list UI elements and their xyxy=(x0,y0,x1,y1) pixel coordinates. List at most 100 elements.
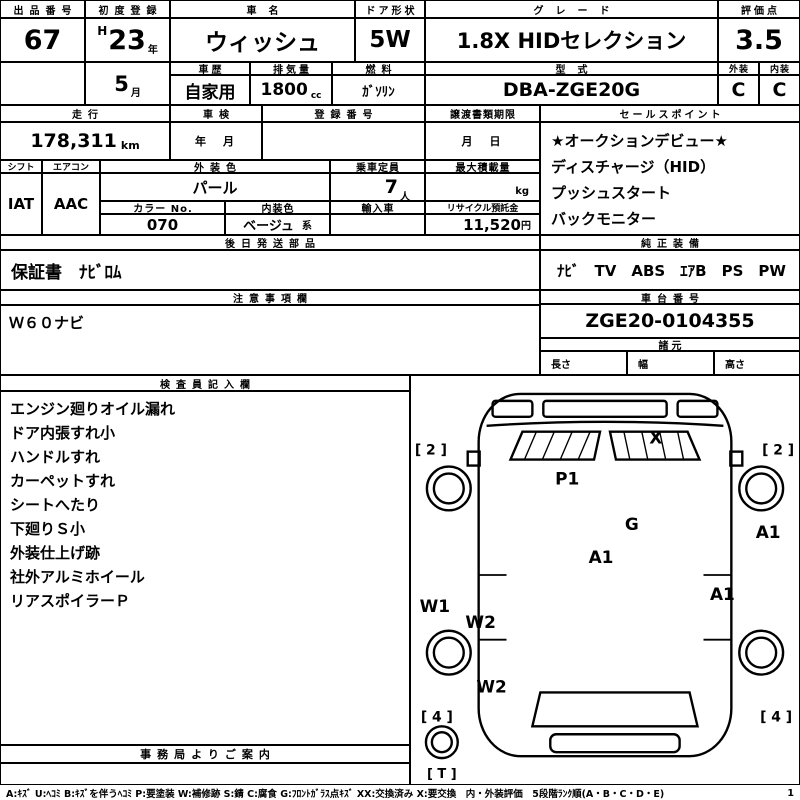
sales-point-item: バックモニター xyxy=(551,210,657,228)
aircon-label: エアコン xyxy=(42,160,100,173)
wheel-front-right xyxy=(738,465,785,512)
color-number-value: 070 xyxy=(100,214,225,235)
sales-points-label: セールスポイント xyxy=(540,105,800,122)
displacement-unit: cc xyxy=(310,91,322,101)
mark-g-roof: G xyxy=(625,514,639,534)
mark-p1-roof: P1 xyxy=(555,468,579,488)
model-code-label: 型式 xyxy=(425,62,718,75)
office-notice-label: 事務局よりご案内 xyxy=(0,745,410,763)
first-registration-year: H 23 年 xyxy=(85,18,170,62)
mark-x-windshield: X xyxy=(649,428,662,448)
capacity-unit: 人 xyxy=(400,191,410,201)
inspector-note-item: ドア内張すれ小 xyxy=(10,424,116,442)
rear-bumper-detail xyxy=(549,733,681,754)
inspector-note-item: 下廻りＳ小 xyxy=(10,520,86,538)
wheel-label-spare: [ T ] xyxy=(427,767,457,782)
spec-length-label: 長さ xyxy=(540,351,627,375)
inspector-note-item: ハンドルすれ xyxy=(10,448,101,466)
capacity-label: 乗車定員 xyxy=(330,160,425,173)
hood-line xyxy=(486,420,724,427)
legend-page-number: 1 xyxy=(787,787,794,799)
chassis-number-value: ZGE20-0104355 xyxy=(540,304,800,338)
sales-point-item: ★オークションデビュー★ xyxy=(551,132,728,150)
inspector-notes-list: エンジン廻りオイル漏れ ドア内張すれ小 ハンドルすれ カーペットすれ シートへた… xyxy=(0,391,410,745)
mark-w1-left-side: W1 xyxy=(420,596,450,616)
color-number-label: カラー No. xyxy=(100,201,225,214)
score-value: 3.5 xyxy=(718,18,800,62)
exterior-grade-label: 外装 xyxy=(718,62,759,75)
max-load-unit: kg xyxy=(515,186,529,197)
registration-number-value xyxy=(262,122,425,160)
shift-value: IAT xyxy=(0,173,42,235)
history-value: 自家用 xyxy=(170,75,250,105)
grade-label: グレード xyxy=(425,0,718,18)
lot-number-label: 出品番号 xyxy=(0,0,85,18)
import-car-value xyxy=(330,214,425,235)
interior-color-suffix: 系 xyxy=(301,221,312,232)
notes-value: Ｗ６０ナビ xyxy=(0,305,540,375)
mark-w2-left-lower: W2 xyxy=(476,676,506,696)
mileage-label: 走行 xyxy=(0,105,170,122)
exterior-grade-value: C xyxy=(718,75,759,105)
door-shape-label: ドア形状 xyxy=(355,0,425,18)
displacement-value: 1800 xyxy=(260,80,308,100)
notes-label: 注意事項欄 xyxy=(0,290,540,305)
windshield-hatch-left xyxy=(523,431,591,460)
era-mark: H xyxy=(97,24,108,38)
inspector-note-item: エンジン廻りオイル漏れ xyxy=(10,400,176,418)
spare-tire xyxy=(424,725,459,760)
car-name-value: ウィッシュ xyxy=(170,18,355,62)
inspector-notes-label: 検査員記入欄 xyxy=(0,375,410,391)
history-label: 車歴 xyxy=(170,62,250,75)
wheel-front-left xyxy=(425,465,472,512)
first-registration-label: 初度登録 xyxy=(85,0,170,18)
legend-row: A:ｷｽﾞ U:ﾍｺﾐ B:ｷｽﾞを伴うﾍｺﾐ P:要塗装 W:補修跡 S:錆 … xyxy=(0,786,800,800)
front-grille xyxy=(542,399,668,418)
interior-grade-value: C xyxy=(759,75,800,105)
headlight-left xyxy=(491,399,534,418)
shift-label: シフト xyxy=(0,160,42,173)
capacity-value-cell: 7 人 xyxy=(330,173,425,201)
equipment-label: 純正装備 xyxy=(540,235,800,250)
transfer-deadline-value: 月 日 xyxy=(425,122,540,160)
import-car-label: 輸入車 xyxy=(330,201,425,214)
later-parts-value: 保証書 ﾅﾋﾞﾛﾑ xyxy=(0,250,540,290)
mark-a1-right-lower: A1 xyxy=(710,584,735,604)
spec-height-label: 高さ xyxy=(714,351,800,375)
max-load-label: 最大積載量 xyxy=(425,160,540,173)
office-notice-blank xyxy=(0,763,410,785)
interior-color-value: ベージュ xyxy=(243,219,294,234)
capacity-value: 7 xyxy=(384,176,398,198)
interior-grade-label: 内装 xyxy=(759,62,800,75)
model-code-value: DBA-ZGE20G xyxy=(425,75,718,105)
wheel-rear-right xyxy=(738,629,785,676)
inspector-note-item: 社外アルミホイール xyxy=(10,568,145,586)
first-registration-month-value: 5 xyxy=(114,71,129,96)
interior-color-value-cell: ベージュ 系 xyxy=(225,214,330,235)
lot-number-empty-cell xyxy=(0,62,85,105)
mark-w2-left-upper: W2 xyxy=(465,612,495,632)
mileage-value: 178,311 xyxy=(30,130,117,152)
inspector-note-item: リアスポイラーＰ xyxy=(10,592,131,610)
wheel-label-rear-right: [ 4 ] xyxy=(760,709,792,725)
fuel-value: ｶﾞｿﾘﾝ xyxy=(332,75,425,105)
exterior-color-value: パール xyxy=(100,173,330,201)
year-unit: 年 xyxy=(147,44,158,56)
headlight-right xyxy=(676,399,719,418)
grade-value: 1.8X HIDセレクション xyxy=(425,18,718,62)
spec-width-label: 幅 xyxy=(627,351,714,375)
car-name-label: 車名 xyxy=(170,0,355,18)
vehicle-diagram-panel: [ 2 ] [ 2 ] [ 4 ] [ 4 ] [ T ] X P1 G A1 … xyxy=(410,375,800,785)
wheel-rear-left xyxy=(425,629,472,676)
door-shape-value: 5W xyxy=(355,18,425,62)
windshield-hatch-right xyxy=(623,431,685,460)
recycle-deposit-unit: 円 xyxy=(521,221,531,232)
mirror-left xyxy=(466,450,481,467)
later-parts-label: 後日発送部品 xyxy=(0,235,540,250)
displacement-label: 排気量 xyxy=(250,62,332,75)
equipment-value: ﾅﾋﾞ TV ABS ｴｱB PS PW xyxy=(540,250,800,290)
sales-points-list: ★オークションデビュー★ ディスチャージ（HID） プッシュスタート バックモニ… xyxy=(540,122,800,235)
car-top-view-diagram: [ 2 ] [ 2 ] [ 4 ] [ 4 ] [ T ] X P1 G A1 … xyxy=(415,392,794,782)
inspector-note-item: カーペットすれ xyxy=(10,472,116,490)
